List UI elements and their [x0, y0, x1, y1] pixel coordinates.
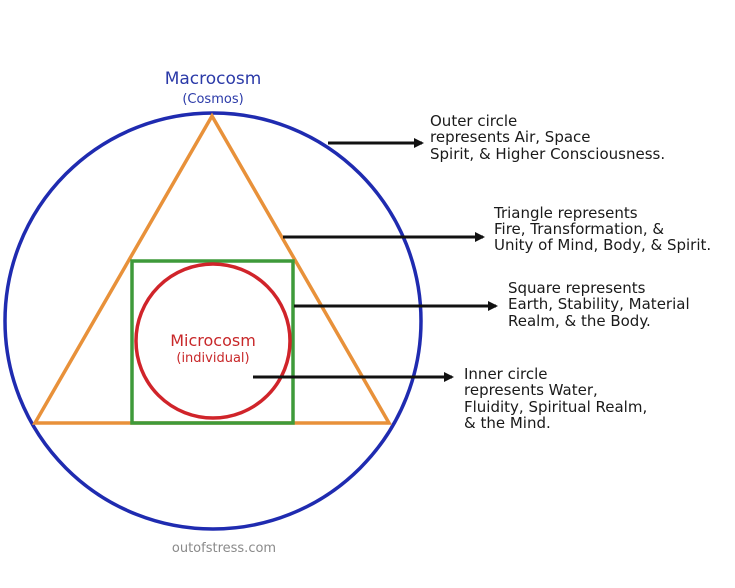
inner-circle-annotation-line: Fluidity, Spiritual Realm,: [464, 398, 647, 416]
watermark: outofstress.com: [172, 541, 276, 556]
inner-circle-annotation: Inner circle represents Water, Fluidity,…: [464, 365, 652, 432]
macrocosm-title: Macrocosm: [165, 69, 262, 89]
triangle-annotation-line: Unity of Mind, Body, & Spirit.: [494, 236, 711, 254]
triangle-annotation: Triangle represents Fire, Transformation…: [493, 204, 711, 254]
square-annotation: Square represents Earth, Stability, Mate…: [508, 279, 694, 330]
inner-circle-annotation-line: & the Mind.: [464, 414, 551, 432]
square-annotation-line: Earth, Stability, Material: [508, 295, 690, 313]
triangle-annotation-line: Fire, Transformation, &: [494, 220, 664, 238]
inner-circle-annotation-line: Inner circle: [464, 365, 548, 383]
square-annotation-line: Square represents: [508, 279, 646, 297]
outer-circle-annotation-line: Spirit, & Higher Consciousness.: [430, 145, 665, 163]
microcosm-title: Microcosm: [170, 331, 256, 350]
outer-circle-annotation-line: Outer circle: [430, 112, 517, 130]
outer-circle-annotation: Outer circle represents Air, Space Spiri…: [430, 112, 665, 163]
outer-circle-annotation-line: represents Air, Space: [430, 128, 591, 146]
microcosm-subtitle: (individual): [176, 351, 249, 366]
macrocosm-subtitle: (Cosmos): [182, 92, 243, 107]
inner-circle: [134, 262, 292, 420]
square-annotation-line: Realm, & the Body.: [508, 312, 651, 330]
outer-circle: [3, 111, 423, 531]
triangle-annotation-line: Triangle represents: [493, 204, 638, 222]
square: [130, 259, 295, 425]
inner-circle-annotation-line: represents Water,: [464, 381, 598, 399]
